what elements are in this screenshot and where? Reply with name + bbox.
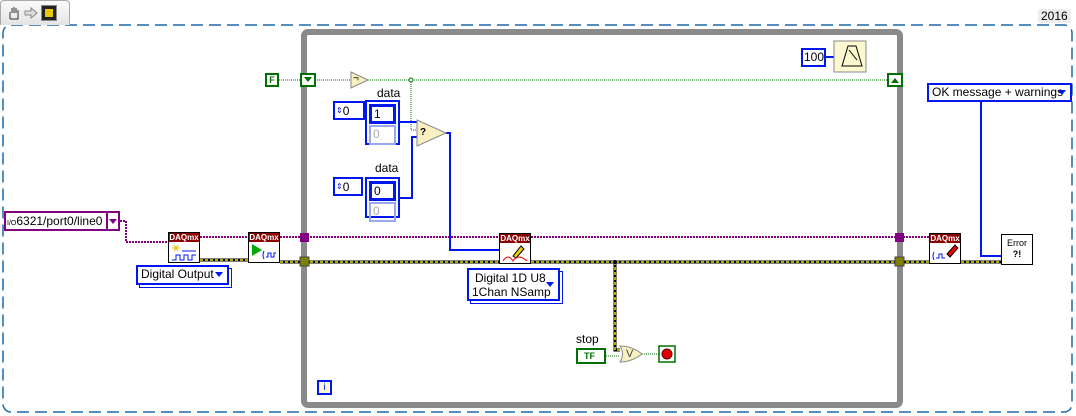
dropdown-arrow-icon[interactable] <box>106 213 118 229</box>
hand-icon[interactable] <box>7 6 21 20</box>
wire-junction <box>613 260 617 264</box>
dropdown-arrow-icon[interactable] <box>215 272 223 277</box>
stop-icon <box>661 348 673 360</box>
stop-button-terminal[interactable]: TF <box>576 348 606 364</box>
array-element[interactable]: 1 <box>369 104 396 124</box>
select-node <box>416 119 448 147</box>
version-label: 2016 <box>1038 9 1071 23</box>
stop-label: stop <box>576 332 599 346</box>
array-element[interactable]: 0 <box>369 125 396 145</box>
write-icon <box>502 245 528 262</box>
array-element[interactable]: 0 <box>369 181 396 201</box>
array-index[interactable]: ⇕0 <box>333 101 365 120</box>
start-task-icon <box>252 244 276 260</box>
array-constant[interactable]: 1 0 <box>365 100 400 145</box>
clear-task-icon <box>932 244 959 261</box>
dropdown-arrow-icon[interactable] <box>546 282 554 287</box>
wire-junction <box>408 77 414 83</box>
daqmx-create-channel[interactable]: DAQmx <box>168 232 200 263</box>
error-dialog-ring[interactable]: OK message + warnings <box>927 83 1072 102</box>
simple-error-handler[interactable]: Error?! <box>1001 234 1033 265</box>
daqmx-clear-task[interactable]: DAQmx <box>929 233 961 264</box>
array-label: data <box>377 86 401 100</box>
array-constant[interactable]: 0 0 <box>365 177 400 222</box>
boolean-wire <box>279 79 888 357</box>
or-glyph: V <box>626 348 634 360</box>
loop-iteration-terminal: i <box>317 380 332 395</box>
daqmx-write[interactable]: DAQmx <box>499 233 531 264</box>
task-tunnel-left <box>300 233 309 242</box>
create-channel-icon <box>172 244 196 261</box>
io-icon: I/O <box>7 220 17 227</box>
vi-icon[interactable] <box>41 5 57 21</box>
array-index[interactable]: ⇕0 <box>333 177 363 196</box>
daqmx-start-task[interactable]: DAQmx <box>248 232 280 263</box>
or-gate <box>619 345 643 363</box>
channel-constant[interactable]: I/O6321/port0/line0 <box>4 211 120 231</box>
toolbar-tab <box>0 0 70 25</box>
numeric-wire <box>400 56 1001 257</box>
while-loop <box>301 29 903 408</box>
diagram-frame <box>2 24 1073 413</box>
false-constant[interactable]: F <box>265 73 279 87</box>
metronome-icon <box>841 45 863 67</box>
task-tunnel-right <box>895 233 904 242</box>
channel-type-ring[interactable]: Digital Output <box>136 265 229 285</box>
array-element[interactable]: 0 <box>369 202 396 222</box>
error-tunnel-left <box>299 256 310 267</box>
not-glyph: ¬ <box>353 73 359 84</box>
task-wire <box>120 220 929 243</box>
not-gate <box>350 71 370 89</box>
run-arrow-icon[interactable] <box>24 6 38 20</box>
error-tunnel-right <box>894 256 905 267</box>
select-glyph: ? <box>420 127 427 138</box>
wait-ms-constant[interactable]: 100 <box>801 48 826 67</box>
dropdown-arrow-icon[interactable] <box>1058 90 1066 95</box>
error-wire <box>200 259 1001 351</box>
array-label: data <box>375 161 399 175</box>
